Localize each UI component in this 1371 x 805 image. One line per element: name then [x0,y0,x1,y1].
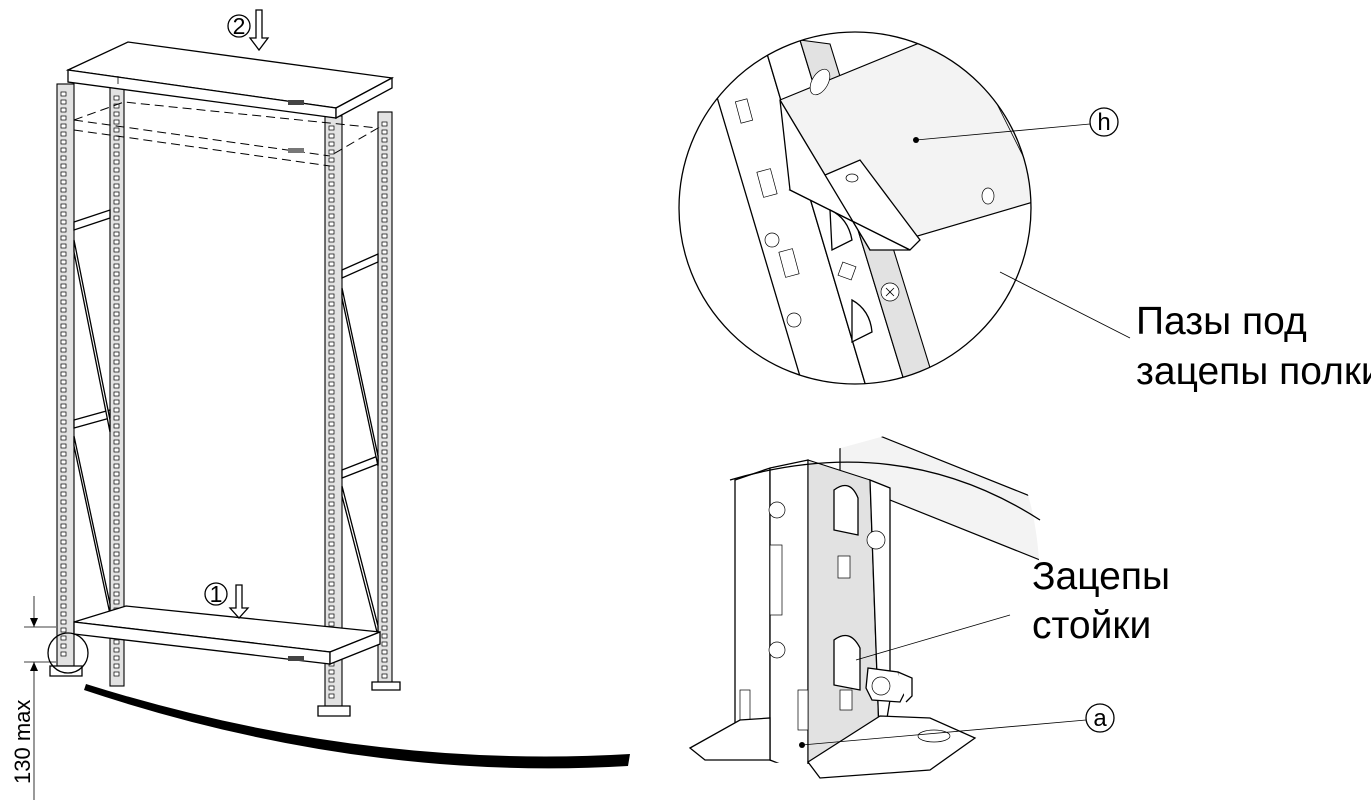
bottom-shelf [73,605,381,665]
detail-leader [84,684,630,769]
hooks-label-line2: стойки [1032,604,1151,647]
hooks-leader [855,614,1011,661]
slots-label-line1: Пазы под [1136,300,1307,343]
shelf-detail-view [678,31,1032,385]
dimension-label: 130 max [10,700,35,784]
slots-leader [999,271,1131,339]
callout-a: a [799,703,1115,748]
detail-marker [47,632,89,674]
arrow-down-icon [248,9,270,52]
top-shelf-position [73,101,380,167]
rack-frame [49,83,401,717]
step-1-callout: 1 [204,581,250,619]
arrow-down-icon [228,584,250,619]
step-2-callout: 2 [227,9,270,52]
top-shelf [65,41,395,120]
slots-label-line2: зацепы полки [1136,350,1371,393]
svg-text:2: 2 [233,13,246,39]
upright-detail-view [688,419,1041,779]
svg-text:a: a [1093,705,1107,732]
callout-h: h [913,107,1119,143]
hooks-label-line1: Зацепы [1032,555,1170,598]
svg-text:h: h [1097,109,1110,136]
height-dimension: 130 max [10,596,56,800]
svg-text:1: 1 [210,581,223,607]
